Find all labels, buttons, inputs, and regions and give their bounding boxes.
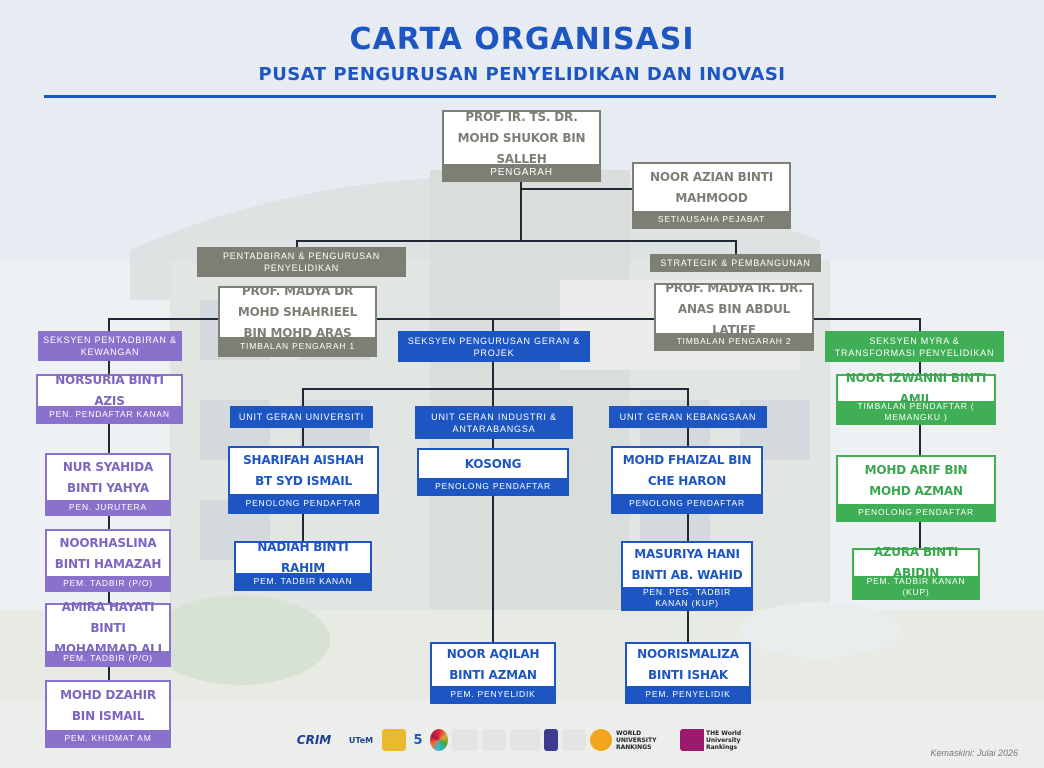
staff-card-vacant: KOSONG PENOLONG PENDAFTAR bbox=[417, 448, 569, 496]
staff-name: MOHD DZAHIR BIN ISMAIL bbox=[60, 688, 156, 723]
staff-card: SHARIFAH AISHAH BT SYD ISMAIL PENOLONG P… bbox=[228, 446, 379, 514]
staff-card: MOHD DZAHIR BIN ISMAIL PEM. KHIDMAT AM bbox=[45, 680, 171, 748]
staff-card: NOOR IZWANNI BINTI AMIL TIMBALAN PENDAFT… bbox=[836, 370, 996, 425]
staff-name: NADIAH BINTI RAHIM bbox=[257, 540, 349, 575]
staff-card: NOORISMALIZA BINTI ISHAK PEM. PENYELIDIK bbox=[625, 642, 751, 704]
staff-name: NOORHASLINA BINTI HAMAZAH bbox=[54, 535, 162, 571]
staff-role: PEN. PENDAFTAR KANAN bbox=[38, 406, 181, 422]
division-right-label: STRATEGIK & PEMBANGUNAN bbox=[650, 254, 821, 272]
section-grant-label: SEKSYEN PENGURUSAN GERAN & PROJEK bbox=[398, 331, 590, 362]
staff-name: NORSURIA BINTI AZIS bbox=[55, 373, 164, 408]
staff-card: MOHD ARIF BIN MOHD AZMAN PENOLONG PENDAF… bbox=[836, 455, 996, 522]
section-myra-label: SEKSYEN MYRA & TRANSFORMASI PENYELIDIKAN bbox=[825, 331, 1004, 362]
director-name: PROF. IR. TS. DR. MOHD SHUKOR BIN SALLEH bbox=[457, 109, 586, 166]
staff-role: PEM. PENYELIDIK bbox=[432, 686, 554, 702]
staff-role: PENOLONG PENDAFTAR bbox=[230, 494, 377, 512]
deputy-director-2-role: TIMBALAN PENGARAH 2 bbox=[656, 333, 812, 349]
the-logo: THE World University Rankings bbox=[680, 729, 766, 751]
staff-role: PENOLONG PENDAFTAR bbox=[613, 494, 761, 512]
staff-name: NOOR AQILAH BINTI AZMAN bbox=[446, 647, 540, 682]
staff-card: NORSURIA BINTI AZIS PEN. PENDAFTAR KANAN bbox=[36, 373, 183, 424]
staff-name: NOOR IZWANNI BINTI AMIL bbox=[845, 370, 987, 406]
staff-role: PEN. JURUTERA bbox=[47, 500, 169, 514]
staff-card: NUR SYAHIDA BINTI YAHYA PEN. JURUTERA bbox=[45, 453, 171, 516]
staff-role: PEM. TADBIR KANAN bbox=[236, 573, 370, 589]
staff-role: PEM. KHIDMAT AM bbox=[47, 730, 169, 746]
staff-card: AZURA BINTI ABIDIN PEM. TADBIR KANAN (KU… bbox=[852, 545, 980, 600]
cert-logo bbox=[452, 729, 478, 751]
section-admin-label: SEKSYEN PENTADBIRAN & KEWANGAN bbox=[38, 331, 182, 361]
anniversary-logo: 5 bbox=[413, 732, 423, 748]
staff-name: MOHD FHAIZAL BIN CHE HARON bbox=[622, 453, 752, 488]
division-left-label: PENTADBIRAN & PENGURUSAN PENYELIDIKAN bbox=[197, 247, 406, 277]
staff-role: TIMBALAN PENDAFTAR ( MEMANGKU ) bbox=[838, 401, 994, 423]
secretary-card: NOOR AZIAN BINTI MAHMOOD SETIAUSAHA PEJA… bbox=[632, 162, 791, 229]
deputy-director-1-role: TIMBALAN PENGARAH 1 bbox=[220, 337, 375, 355]
rankings-logo: WORLD UNIVERSITY RANKINGS bbox=[616, 729, 657, 751]
crim-logo: CRIM bbox=[296, 733, 332, 747]
staff-name: KOSONG bbox=[464, 456, 522, 471]
secretary-role: SETIAUSAHA PEJABAT bbox=[634, 211, 789, 227]
staff-name: AZURA BINTI ABIDIN bbox=[873, 545, 959, 580]
staff-role: PEM. PENYELIDIK bbox=[627, 686, 749, 702]
director-card: PROF. IR. TS. DR. MOHD SHUKOR BIN SALLEH… bbox=[442, 110, 601, 182]
partner-logos: CRIM UTeM 5 WORLD UNIVERSITY RANKINGS TH… bbox=[288, 726, 766, 754]
staff-card: NOOR AQILAH BINTI AZMAN PEM. PENYELIDIK bbox=[430, 642, 556, 704]
staff-name: NOORISMALIZA BINTI ISHAK bbox=[637, 647, 739, 682]
staff-name: MOHD ARIF BIN MOHD AZMAN bbox=[864, 462, 968, 498]
secretary-name: NOOR AZIAN BINTI MAHMOOD bbox=[650, 169, 773, 205]
staff-card: MOHD FHAIZAL BIN CHE HARON PENOLONG PEND… bbox=[611, 446, 763, 514]
unit-industry-label: UNIT GERAN INDUSTRI & ANTARABANGSA bbox=[415, 406, 573, 439]
emblem-logo bbox=[382, 729, 406, 751]
page-title: CARTA ORGANISASI bbox=[349, 22, 695, 57]
staff-role: PEM. TADBIR (P/O) bbox=[47, 651, 169, 665]
unit-university-label: UNIT GERAN UNIVERSITI bbox=[230, 406, 373, 428]
sdg-wheel-logo bbox=[430, 729, 448, 751]
unit-national-label: UNIT GERAN KEBANGSAAN bbox=[609, 406, 767, 428]
staff-card: AMIRA HAYATI BINTI MOHAMMAD ALI PEM. TAD… bbox=[45, 599, 171, 667]
staff-role: PENOLONG PENDAFTAR bbox=[419, 478, 567, 494]
staff-name: SHARIFAH AISHAH BT SYD ISMAIL bbox=[243, 453, 364, 488]
staff-card: MASURIYA HANI BINTI AB. WAHID PEN. PEG. … bbox=[621, 541, 753, 611]
staff-card: NOORHASLINA BINTI HAMAZAH PEM. TADBIR (P… bbox=[45, 529, 171, 592]
staff-role: PEM. TADBIR (P/O) bbox=[47, 576, 169, 590]
staff-role: PEN. PEG. TADBIR KANAN (KUP) bbox=[623, 587, 751, 609]
staff-name: MASURIYA HANI BINTI AB. WAHID bbox=[631, 547, 743, 582]
cert-logo bbox=[482, 729, 506, 751]
staff-name: AMIRA HAYATI BINTI MOHAMMAD ALI bbox=[54, 599, 162, 656]
title-divider bbox=[44, 95, 996, 98]
cert-logo bbox=[562, 729, 586, 751]
deputy-director-2-card: PROF. MADYA IR. DR. ANAS BIN ABDUL LATIF… bbox=[654, 280, 814, 351]
staff-role: PEM. TADBIR KANAN (KUP) bbox=[854, 576, 978, 598]
qs-logo bbox=[590, 729, 612, 751]
staff-name: NUR SYAHIDA BINTI YAHYA bbox=[62, 459, 154, 495]
page-subtitle: PUSAT PENGURUSAN PENYELIDIKAN DAN INOVAS… bbox=[258, 64, 786, 85]
deputy-director-2-name: PROF. MADYA IR. DR. ANAS BIN ABDUL LATIF… bbox=[665, 280, 803, 337]
utem-logo: UTeM bbox=[348, 735, 374, 745]
staff-card: NADIAH BINTI RAHIM PEM. TADBIR KANAN bbox=[234, 540, 372, 591]
deputy-director-1-name: PROF. MADYA DR MOHD SHAHRIEEL BIN MOHD A… bbox=[237, 284, 358, 340]
director-role: PENGARAH bbox=[444, 164, 599, 180]
last-updated: Kemaskini: Julai 2026 bbox=[930, 748, 1018, 758]
deputy-director-1-card: PROF. MADYA DR MOHD SHAHRIEEL BIN MOHD A… bbox=[218, 284, 377, 357]
staff-role: PENOLONG PENDAFTAR bbox=[838, 504, 994, 520]
cert-logo bbox=[510, 729, 540, 751]
cert-logo bbox=[544, 729, 558, 751]
